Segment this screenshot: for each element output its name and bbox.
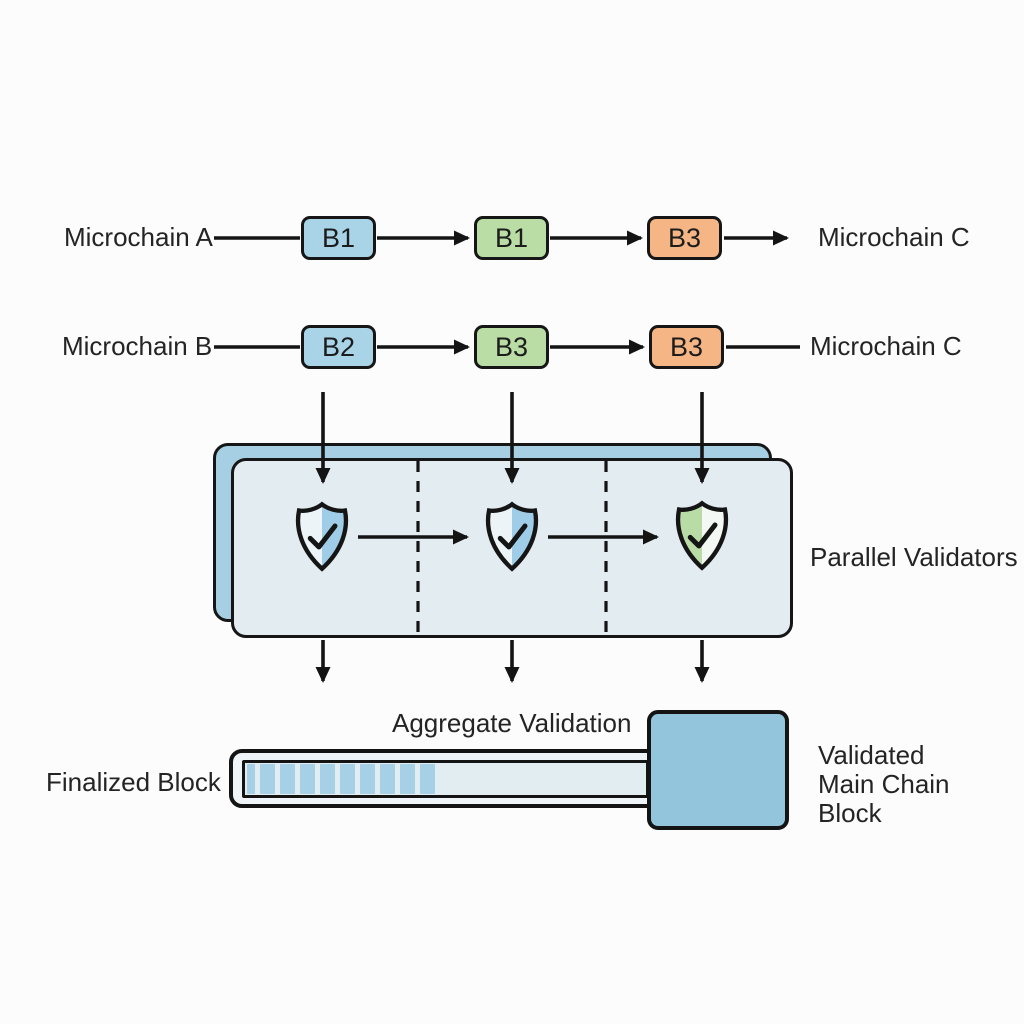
microchain-c-label-row1: Microchain C	[818, 222, 970, 252]
validated-block-label-line2: Main Chain	[818, 769, 950, 799]
block-chain-b-2: B3	[474, 325, 549, 369]
finalized-progress-segments	[247, 764, 435, 794]
progress-segment	[340, 764, 355, 794]
finalized-block-label: Finalized Block	[46, 767, 221, 797]
progress-segment	[380, 764, 395, 794]
validated-block-label-line1: Validated	[818, 740, 925, 770]
progress-segment	[280, 764, 295, 794]
progress-segment	[260, 764, 275, 794]
validated-main-chain-block	[647, 710, 789, 830]
progress-segment	[247, 764, 255, 794]
block-chain-b-3: B3	[649, 325, 724, 369]
validated-block-label-line3: Block	[818, 798, 882, 828]
progress-segment	[420, 764, 435, 794]
microchain-a-label: Microchain A	[64, 222, 213, 252]
progress-segment	[400, 764, 415, 794]
progress-segment	[360, 764, 375, 794]
microchain-b-label: Microchain B	[62, 331, 213, 361]
shield-check-icon	[675, 500, 729, 571]
parallel-validators-label: Parallel Validators	[810, 542, 1018, 572]
progress-segment	[320, 764, 335, 794]
aggregate-validation-label: Aggregate Validation	[392, 708, 632, 738]
shield-check-icon	[295, 501, 349, 572]
microchain-c-label-row2: Microchain C	[810, 331, 962, 361]
progress-segment	[300, 764, 315, 794]
shield-check-icon	[485, 501, 539, 572]
block-chain-a-1: B1	[301, 216, 376, 260]
validated-block-label: Validated Main Chain Block	[818, 741, 950, 828]
block-chain-a-2: B1	[474, 216, 549, 260]
block-chain-b-1: B2	[301, 325, 376, 369]
block-chain-a-3: B3	[647, 216, 722, 260]
